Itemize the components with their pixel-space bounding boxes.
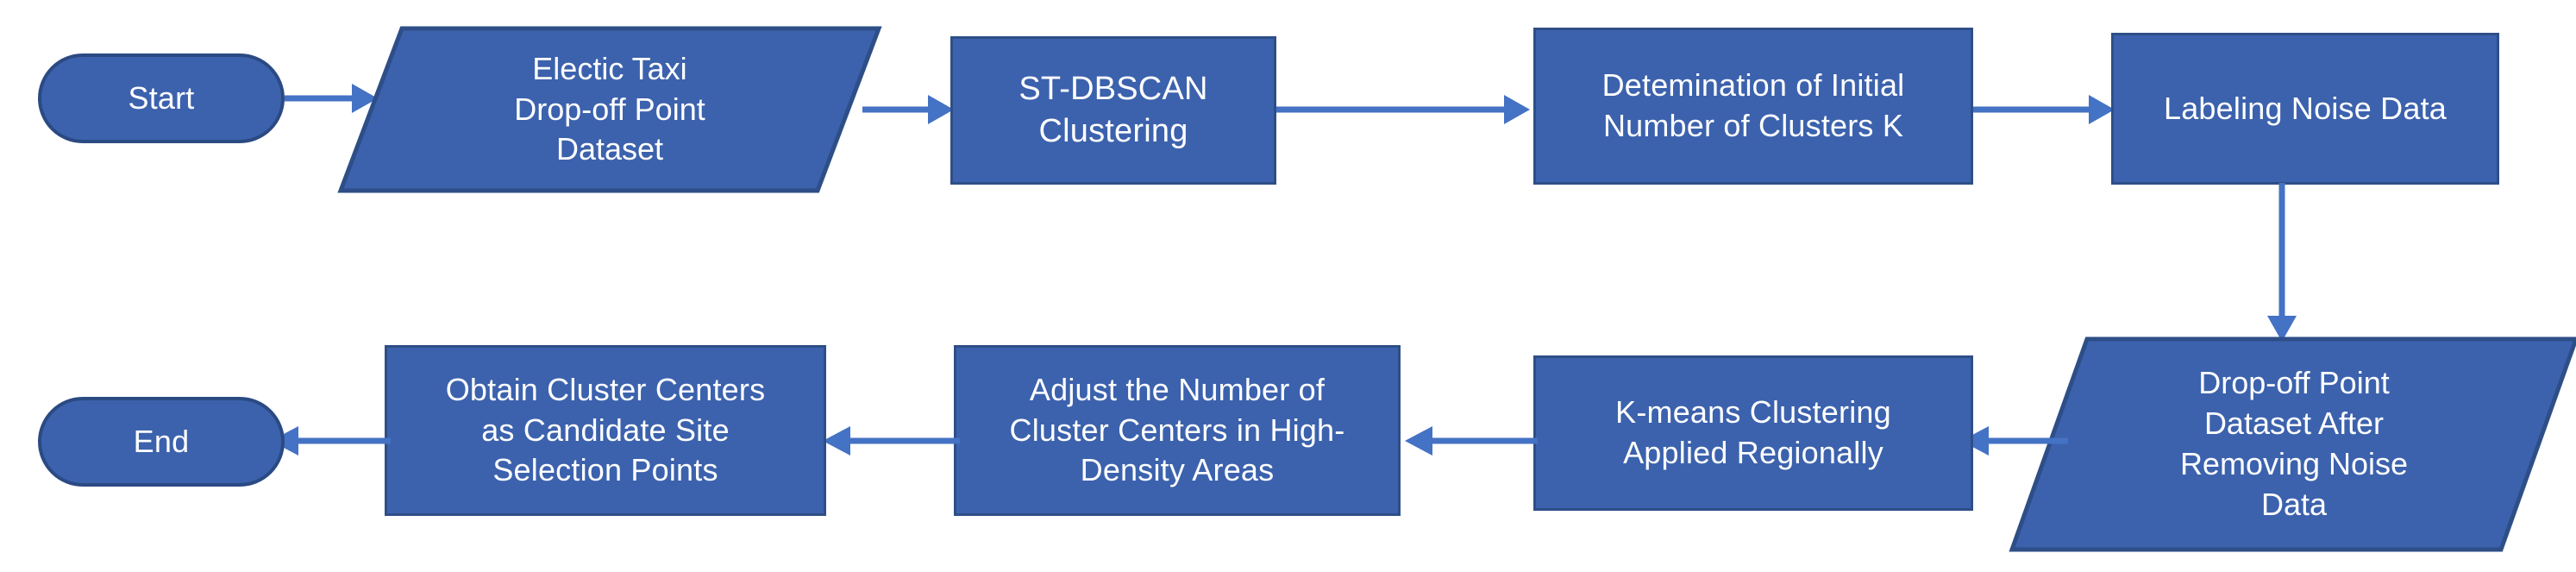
connector-stdbscan-to-determk [1276,95,1530,124]
connector-obtain-to-end [271,426,391,456]
connector-dataset-to-stdbscan [862,95,954,124]
connector-kmeans-to-adjust [1405,426,1538,456]
parallelogram-shape [337,26,882,193]
connector-determk-to-labelnoise [1973,95,2115,124]
node-kmeans-regional[interactable]: K-means Clustering Applied Regionally [1533,355,1973,511]
connector-start-to-dataset [285,84,378,113]
node-determination-of-k[interactable]: Detemination of Initial Number of Cluste… [1533,28,1973,185]
node-dataset[interactable]: Electic Taxi Drop-off Point Dataset [337,26,882,193]
connector-labelnoise-to-cleandata [2267,183,2297,342]
node-clean-dataset[interactable]: Drop-off Point Dataset After Removing No… [2009,336,2576,552]
node-start[interactable]: Start [38,53,285,143]
node-stdbscan[interactable]: ST-DBSCAN Clustering [950,36,1276,185]
connector-adjust-to-obtain [823,426,960,456]
node-obtain-cluster-centers[interactable]: Obtain Cluster Centers as Candidate Site… [385,345,826,516]
node-labeling-noise-data[interactable]: Labeling Noise Data [2111,33,2499,185]
parallelogram-shape-2 [2009,336,2576,552]
node-end[interactable]: End [38,397,285,487]
node-adjust-cluster-centers[interactable]: Adjust the Number of Cluster Centers in … [954,345,1401,516]
connector-cleandata-to-kmeans [1961,426,2068,456]
